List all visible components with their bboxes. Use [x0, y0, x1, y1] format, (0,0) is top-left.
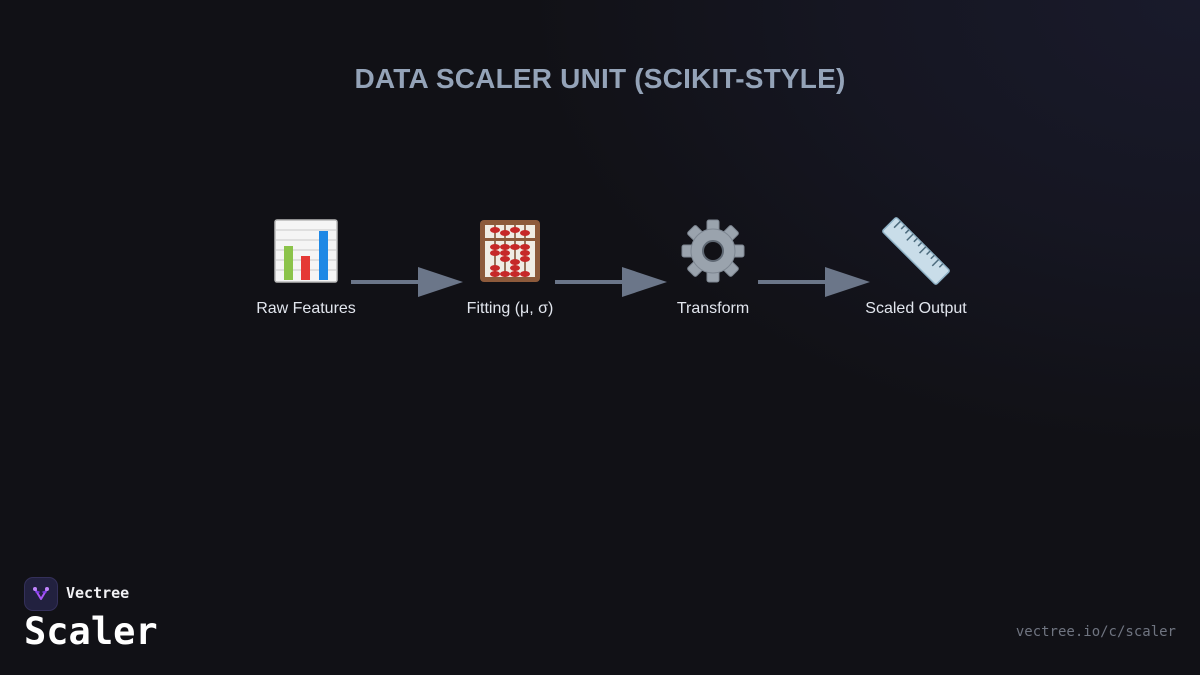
- bar-chart-icon: [274, 219, 338, 283]
- stage-label: Fitting (μ, σ): [466, 300, 554, 317]
- brand-name: Vectree: [66, 584, 130, 602]
- arrow-1: [351, 267, 463, 297]
- stage-fitting: Fitting (μ, σ): [430, 216, 590, 318]
- arrow-2: [555, 267, 667, 297]
- stage-transform: Transform: [633, 216, 793, 318]
- page-title: DATA SCALER UNIT (SCIKIT-STYLE): [354, 63, 846, 94]
- gear-icon: [681, 219, 745, 283]
- stage-raw-features: Raw Features: [226, 216, 386, 318]
- product-url[interactable]: vectree.io/c/scaler: [1015, 624, 1176, 640]
- arrow-3: [758, 267, 870, 297]
- abacus-icon: [480, 220, 540, 282]
- product-name: Scaler: [24, 610, 158, 653]
- stage-label: Raw Features: [256, 300, 356, 317]
- stage-label: Transform: [676, 300, 750, 317]
- stage-label: Scaled Output: [865, 300, 967, 317]
- vectree-logo-icon: [24, 577, 58, 611]
- ruler-icon: [882, 217, 950, 285]
- stage-scaled-output: Scaled Output: [836, 216, 996, 318]
